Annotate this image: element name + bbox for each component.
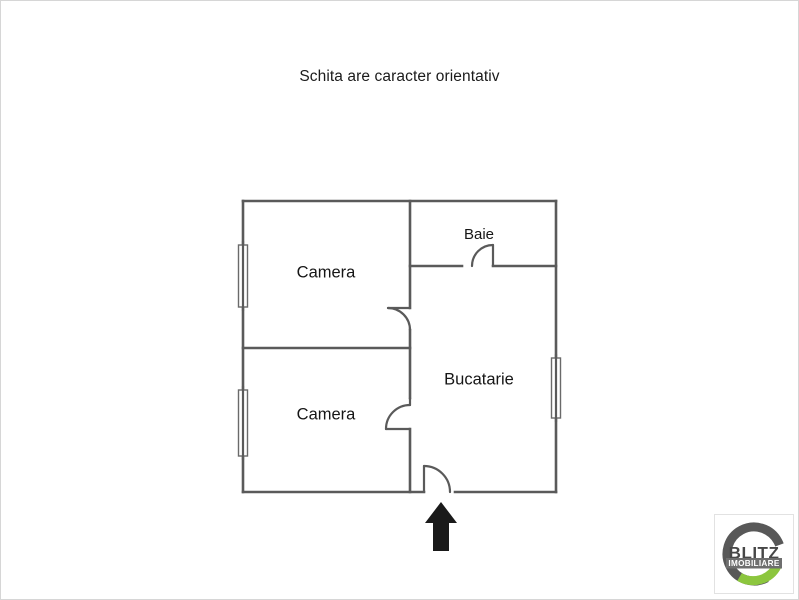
room-label-bucatarie: Bucatarie xyxy=(444,370,514,388)
door-camera-top xyxy=(386,306,412,332)
door-camera-bottom xyxy=(384,396,412,431)
outer-walls xyxy=(241,199,558,494)
logo-brand-text: BLITZ xyxy=(729,543,780,562)
window-camera-bottom-left xyxy=(237,386,249,460)
interior-walls xyxy=(241,199,558,494)
door-entrance xyxy=(422,464,452,494)
logo-ring-accent xyxy=(737,563,781,586)
windows-group xyxy=(237,241,562,460)
entrance-arrow xyxy=(425,502,457,551)
logo-sub-text: IMOBILIARE xyxy=(728,559,779,568)
room-label-camera-top: Camera xyxy=(297,263,357,281)
room-label-camera-bottom: Camera xyxy=(297,405,357,423)
blitz-imobiliare-logo: BLITZ IMOBILIARE xyxy=(714,514,794,594)
entrance-arrow-shape xyxy=(425,502,457,551)
logo-sub-band xyxy=(726,558,782,569)
page-title: Schita are caracter orientativ xyxy=(299,68,500,85)
door-camera-top-swing xyxy=(386,306,412,332)
room-label-baie: Baie xyxy=(464,226,494,243)
door-baie-swing xyxy=(470,243,495,268)
door-baie xyxy=(470,243,495,268)
logo-svg: BLITZ IMOBILIARE xyxy=(714,514,794,594)
door-entrance-swing xyxy=(422,464,452,494)
door-camera-bottom-swing xyxy=(384,403,412,431)
window-camera-top-left xyxy=(237,241,249,311)
window-bucatarie-right xyxy=(550,354,562,422)
